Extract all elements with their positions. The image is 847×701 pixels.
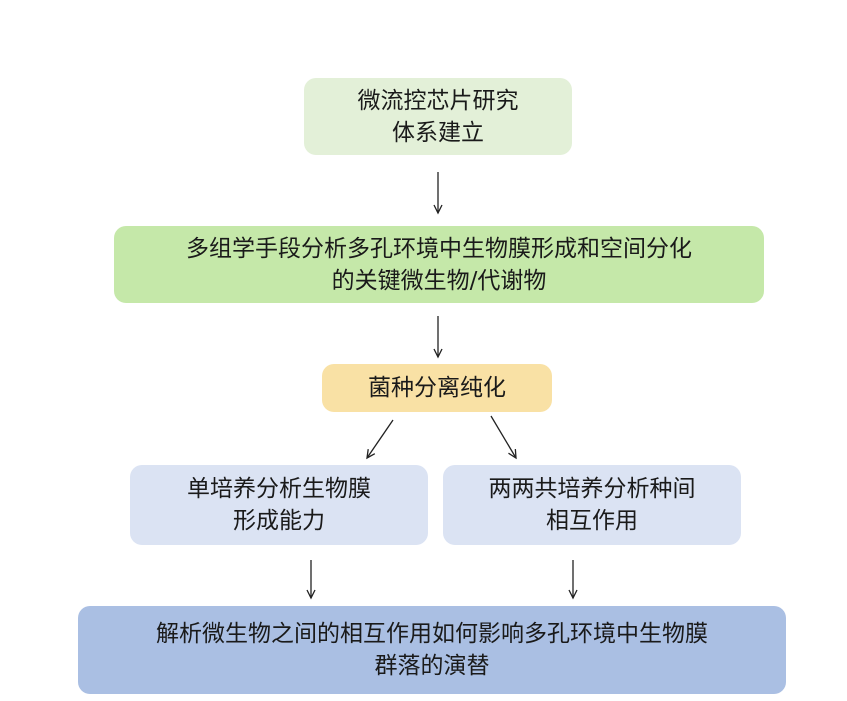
node-pairwise-culture: 两两共培养分析种间 相互作用: [443, 465, 741, 545]
node-system-setup: 微流控芯片研究 体系建立: [304, 78, 572, 155]
node-multiomics-analysis-line2: 的关键微生物/代谢物: [331, 267, 547, 294]
node-system-setup-line1: 微流控芯片研究: [357, 87, 519, 114]
node-strain-isolation-line1: 菌种分离纯化: [368, 375, 506, 401]
arrow-isolation-to-pairwise-culture: [490, 415, 517, 460]
node-system-setup-line2: 体系建立: [392, 119, 484, 146]
arrow-isolation-to-single-culture: [366, 419, 394, 460]
node-conclusion-line1: 解析微生物之间的相互作用如何影响多孔环境中生物膜: [156, 621, 708, 647]
node-pairwise-culture-line1: 两两共培养分析种间: [488, 476, 696, 502]
node-pairwise-culture-line2: 相互作用: [546, 508, 638, 534]
node-conclusion-line2: 群落的演替: [374, 653, 490, 679]
node-strain-isolation: 菌种分离纯化: [322, 364, 552, 412]
node-single-culture-line2: 形成能力: [233, 508, 325, 534]
node-conclusion: 解析微生物之间的相互作用如何影响多孔环境中生物膜 群落的演替: [78, 606, 786, 694]
node-single-culture-line1: 单培养分析生物膜: [187, 476, 371, 502]
node-multiomics-analysis: 多组学手段分析多孔环境中生物膜形成和空间分化 的关键微生物/代谢物: [114, 226, 764, 303]
node-multiomics-analysis-line1: 多组学手段分析多孔环境中生物膜形成和空间分化: [186, 235, 692, 262]
node-single-culture: 单培养分析生物膜 形成能力: [130, 465, 428, 545]
